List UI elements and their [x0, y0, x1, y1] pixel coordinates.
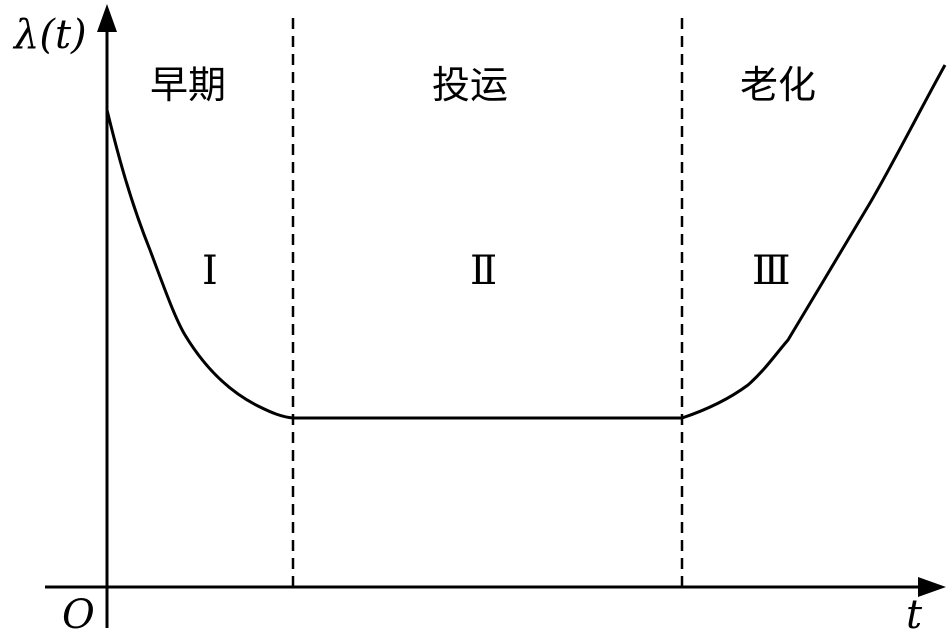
y-axis-arrow-icon [97, 4, 117, 32]
phase-name-early: 早期 [150, 63, 226, 107]
phase-numeral-3: Ⅲ [752, 248, 791, 294]
phase-name-operation: 投运 [432, 63, 508, 107]
y-axis-label: λ(t) [12, 12, 87, 58]
failure-rate-curve [105, 64, 947, 420]
x-axis-arrow-icon [918, 577, 946, 597]
phase-numeral-2: Ⅱ [470, 248, 497, 294]
x-axis-label: t [906, 592, 923, 638]
origin-label: O [62, 592, 95, 638]
phase-numeral-1: Ⅰ [202, 248, 218, 294]
phase-name-aging: 老化 [740, 63, 816, 107]
